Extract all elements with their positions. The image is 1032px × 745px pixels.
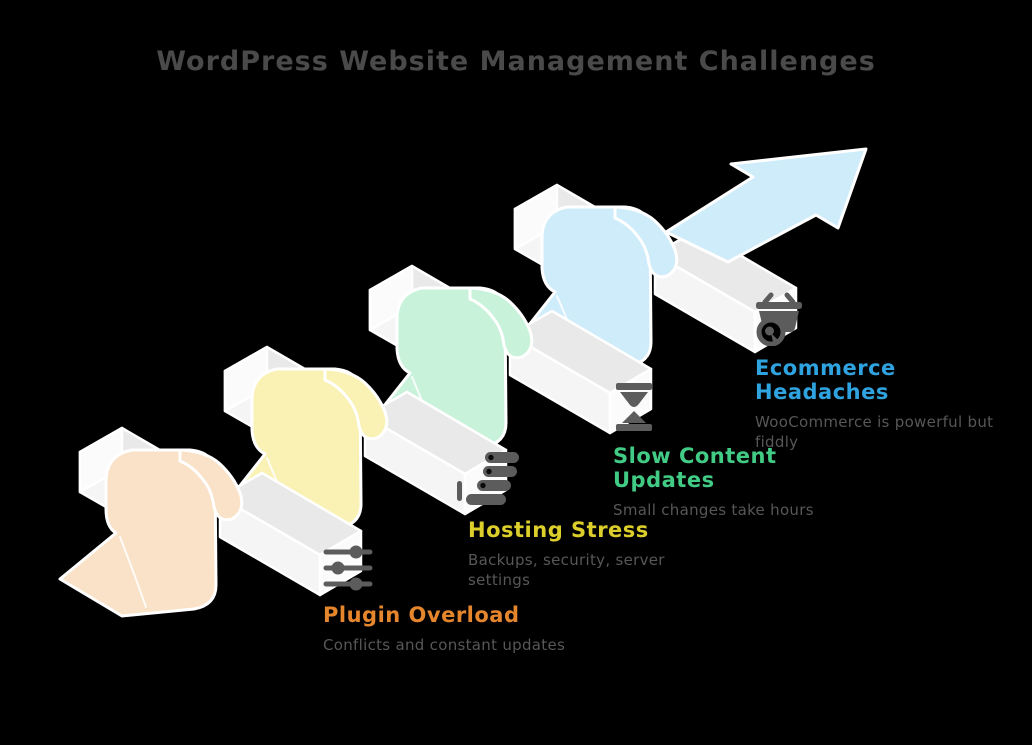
stage-slow-content: Slow Content Updates Small changes take …	[613, 383, 873, 521]
basket-icon	[756, 292, 802, 346]
ribbon-unit-plugins	[58, 426, 363, 618]
growth-arrow	[664, 147, 868, 264]
stage-description: WooCommerce is powerful but fiddly	[755, 413, 994, 451]
ribbon-arch	[178, 448, 244, 522]
page-title: WordPress Website Management Challenges	[156, 46, 876, 77]
stage-description: Small changes take hours	[613, 501, 814, 519]
ribbon-unit-content	[368, 264, 653, 450]
ribbon-arch	[468, 286, 534, 360]
stage-ecommerce: Ecommerce Headaches WooCommerce is power…	[755, 292, 1000, 452]
stage-label: Hosting Stress	[468, 518, 649, 542]
sliders-icon	[323, 545, 373, 591]
ribbon-fold-line	[119, 536, 147, 608]
server-stack-icon	[457, 452, 519, 505]
stage-label: Plugin Overload	[323, 603, 520, 627]
ribbon-arch	[613, 205, 679, 279]
stage-label: Ecommerce Headaches	[755, 356, 896, 404]
stage-label: Slow Content Updates	[613, 444, 777, 492]
stage-plugin-overload: Plugin Overload Conflicts and constant u…	[323, 545, 603, 656]
stage-description: Conflicts and constant updates	[323, 636, 566, 654]
hourglass-icon	[616, 383, 652, 431]
stage-description: Backups, security, server settings	[468, 551, 665, 589]
stage-hosting-stress: Hosting Stress Backups, security, server…	[457, 452, 683, 590]
ribbon-arch	[323, 367, 389, 441]
